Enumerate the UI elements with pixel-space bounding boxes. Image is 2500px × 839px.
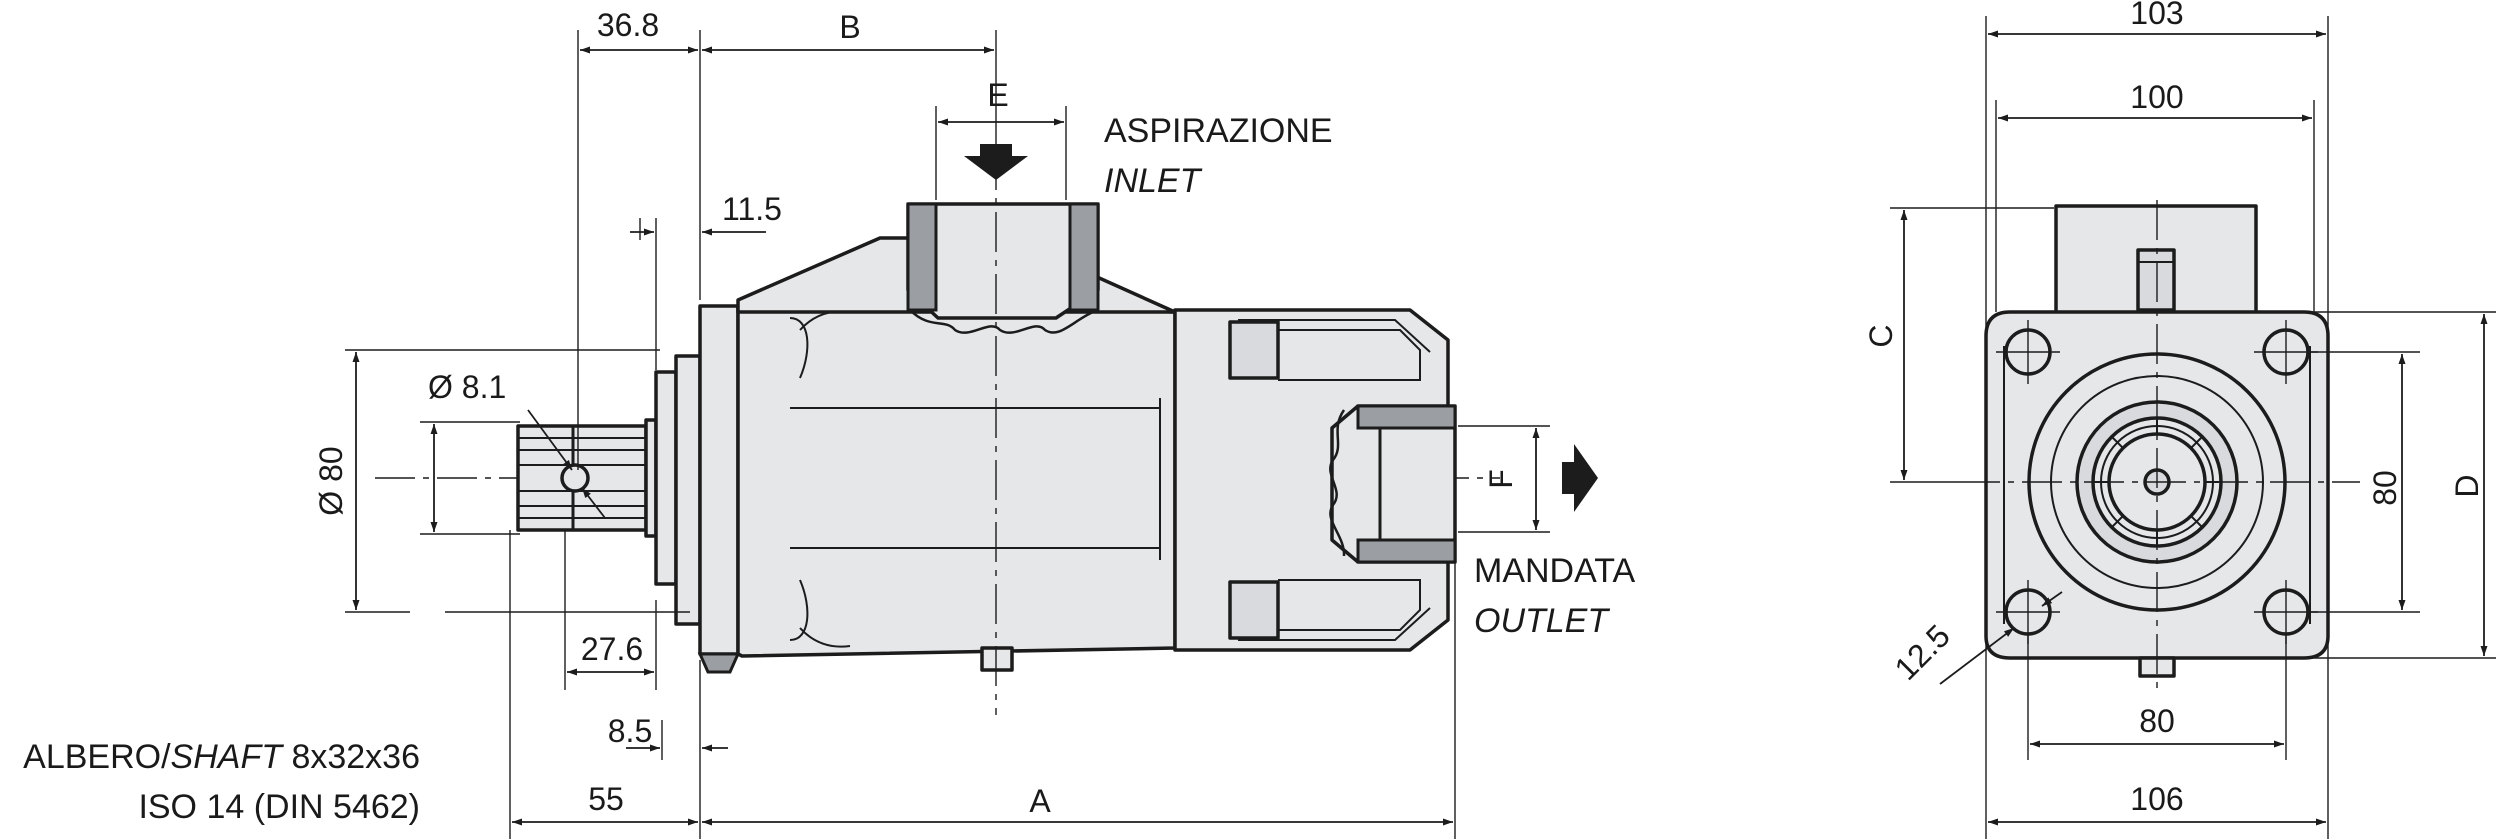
dim-36-8: 36.8 [597, 7, 659, 43]
spline-tooth [2190, 436, 2203, 449]
inlet-break-line [909, 308, 1099, 334]
dim-80-vertical: 80 [2367, 470, 2403, 506]
bolt-holes [1996, 320, 2318, 644]
dim-C: C [1863, 324, 1899, 347]
dim-E: E [987, 77, 1008, 113]
pump-housing [736, 298, 1177, 658]
dim-A: A [1029, 783, 1051, 819]
spline-tooth [2111, 515, 2124, 528]
outlet-arrow-icon [1562, 444, 1598, 512]
front-view: 103 100 C 80 D 12.5 80 106 [1863, 0, 2496, 839]
inlet-arrow-icon [964, 144, 1028, 180]
shaft-seal [654, 370, 678, 586]
shaft-spec-line2: ISO 14 (DIN 5462) [138, 788, 420, 826]
outlet-label-it: MANDATA [1474, 552, 1636, 590]
rear-cover [1173, 308, 1450, 652]
outlet-break-line [1329, 409, 1346, 557]
front-inlet-key [2136, 248, 2176, 312]
dim-100: 100 [2130, 79, 2183, 115]
rear-lug-top [1228, 320, 1280, 380]
shaft-hole [560, 463, 590, 493]
dim-12-5: 12.5 [1887, 617, 1956, 686]
dim-80-horizontal: 80 [2139, 703, 2175, 739]
drain-plug [980, 646, 1014, 672]
dim-11-5: 11.5 [722, 191, 782, 227]
outlet-port-bottom-section [1356, 538, 1457, 564]
dim-8-5: 8.5 [608, 713, 652, 749]
mounting-flange [698, 304, 740, 656]
rear-lug-bottom [1228, 580, 1280, 640]
dim-B: B [839, 9, 860, 45]
dim-27-6: 27.6 [581, 631, 643, 667]
dim-106: 106 [2130, 781, 2183, 817]
dim-55: 55 [588, 781, 624, 817]
spline-tooth [2190, 515, 2203, 528]
flange-foot [697, 652, 741, 674]
inlet-label-it: ASPIRAZIONE [1104, 112, 1333, 150]
inlet-port-left-section [906, 202, 938, 312]
shaft-spec-line1: ALBERO/SHAFT 8x32x36 [23, 738, 420, 776]
pilot-boss [674, 354, 702, 626]
spline-tooth [2111, 436, 2124, 449]
dim-D: D [2449, 474, 2485, 497]
dim-103: 103 [2130, 0, 2183, 31]
shaft [516, 370, 678, 586]
inlet-label-en: INLET [1104, 162, 1203, 200]
outlet-label-en: OUTLET [1474, 602, 1610, 640]
inlet-port-right-section [1068, 202, 1100, 312]
dim-d80: Ø 80 [313, 446, 349, 515]
dim-d8-1: Ø 8.1 [428, 369, 506, 405]
dim-F: F [1483, 469, 1519, 489]
outlet-port-top-section [1356, 404, 1457, 430]
side-view: 36.8 B E ASPIRAZIONE INLET 11.5 Ø 8.1 Ø … [23, 7, 1636, 839]
